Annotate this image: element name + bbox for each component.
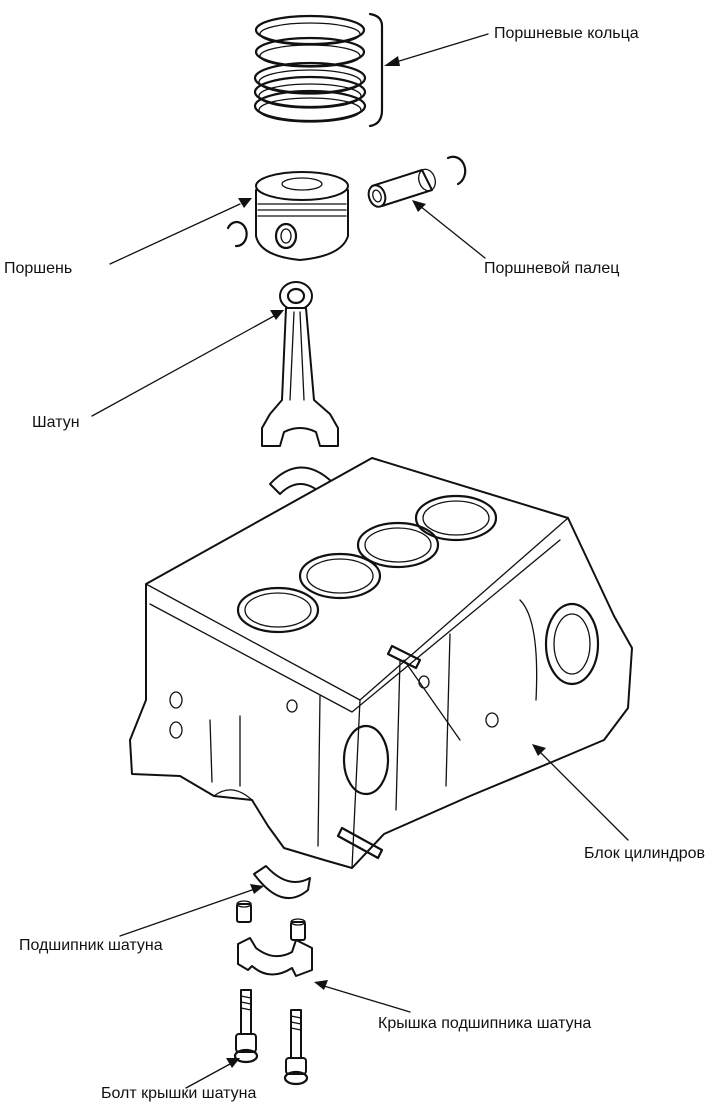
- label-rod-bearing-cap: Крышка подшипника шатуна: [378, 1015, 592, 1032]
- dowel-sleeve-left: [236, 900, 252, 923]
- label-cylinder-block: Блок цилиндров: [584, 845, 706, 862]
- label-piston-rings: Поршневые кольца: [494, 25, 639, 42]
- circlip-left: [226, 220, 248, 248]
- leader-cylinder-block: [532, 744, 629, 841]
- rings-bracket: [368, 12, 384, 128]
- piston-rings: [253, 14, 367, 123]
- leader-rod-bearing: [119, 884, 264, 937]
- leader-piston-rings: [384, 33, 489, 66]
- circlip-right: [446, 155, 467, 186]
- connecting-rod: [261, 281, 339, 447]
- label-piston-pin: Поршневой палец: [484, 260, 620, 277]
- rod-bearing-cap: [237, 937, 313, 977]
- rod-bearing-shell-lower: [253, 865, 311, 899]
- leader-connecting-rod: [91, 310, 284, 417]
- piston: [255, 171, 349, 261]
- leader-piston-pin: [412, 200, 486, 259]
- label-rod-bearing: Подшипник шатуна: [19, 937, 163, 954]
- leader-rod-cap-bolt: [185, 1058, 240, 1089]
- leader-piston: [109, 198, 252, 265]
- leader-rod-bearing-cap: [314, 980, 411, 1013]
- rod-cap-bolt-left: [233, 989, 259, 1064]
- cylinder-block: [129, 457, 633, 869]
- label-piston: Поршень: [4, 260, 73, 277]
- dowel-sleeve-right: [290, 918, 306, 941]
- rod-cap-bolt-right: [283, 1009, 309, 1086]
- label-rod-cap-bolt: Болт крышки шатуна: [101, 1085, 257, 1102]
- piston-pin: [367, 168, 436, 208]
- label-connecting-rod: Шатун: [32, 414, 80, 431]
